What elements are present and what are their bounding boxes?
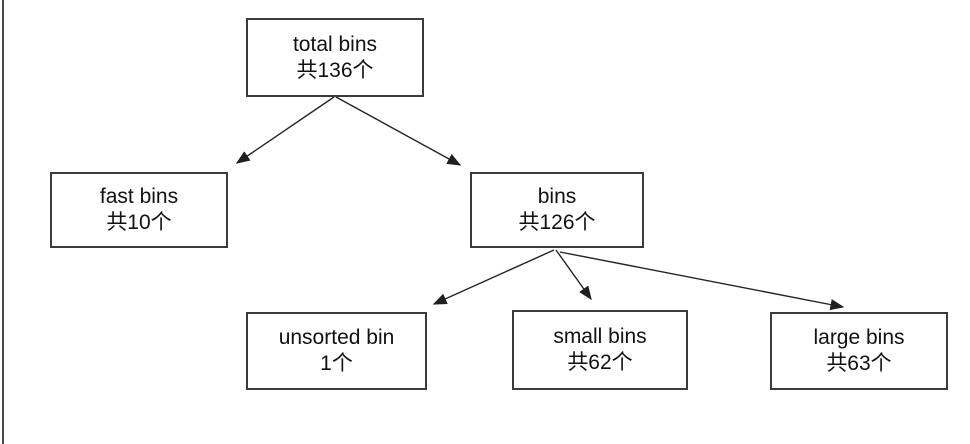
node-large-bins-count: 共63个 — [826, 352, 892, 375]
node-fast-bins-count: 共10个 — [106, 211, 172, 234]
node-large-bins-label: large bins — [813, 326, 905, 349]
edge-total-to-fast-arrow — [235, 96, 335, 164]
node-fast-bins: fast bins 共10个 — [50, 172, 228, 248]
edge-bins-to-unsorted-arrow — [432, 249, 555, 305]
node-unsorted-bin-label: unsorted bin — [278, 326, 395, 349]
node-bins: bins 共126个 — [470, 172, 644, 248]
page-edge-line — [2, 0, 4, 444]
edge-total-to-bins-arrow — [335, 96, 462, 166]
node-total-bins-label: total bins — [292, 32, 378, 56]
node-large-bins: large bins 共63个 — [770, 312, 948, 390]
edge-bins-to-small-arrow — [555, 249, 592, 301]
node-unsorted-bin-count: 1个 — [320, 352, 353, 375]
node-bins-count: 共126个 — [518, 211, 596, 234]
node-fast-bins-label: fast bins — [99, 185, 179, 208]
node-total-bins: total bins 共136个 — [246, 18, 424, 97]
node-unsorted-bin: unsorted bin 1个 — [246, 312, 427, 390]
node-total-bins-count: 共136个 — [296, 58, 374, 82]
node-small-bins-label: small bins — [553, 325, 647, 348]
node-bins-label: bins — [537, 185, 577, 208]
node-small-bins: small bins 共62个 — [512, 310, 688, 390]
edge-bins-to-large-arrow — [559, 251, 845, 311]
node-small-bins-count: 共62个 — [567, 351, 633, 374]
